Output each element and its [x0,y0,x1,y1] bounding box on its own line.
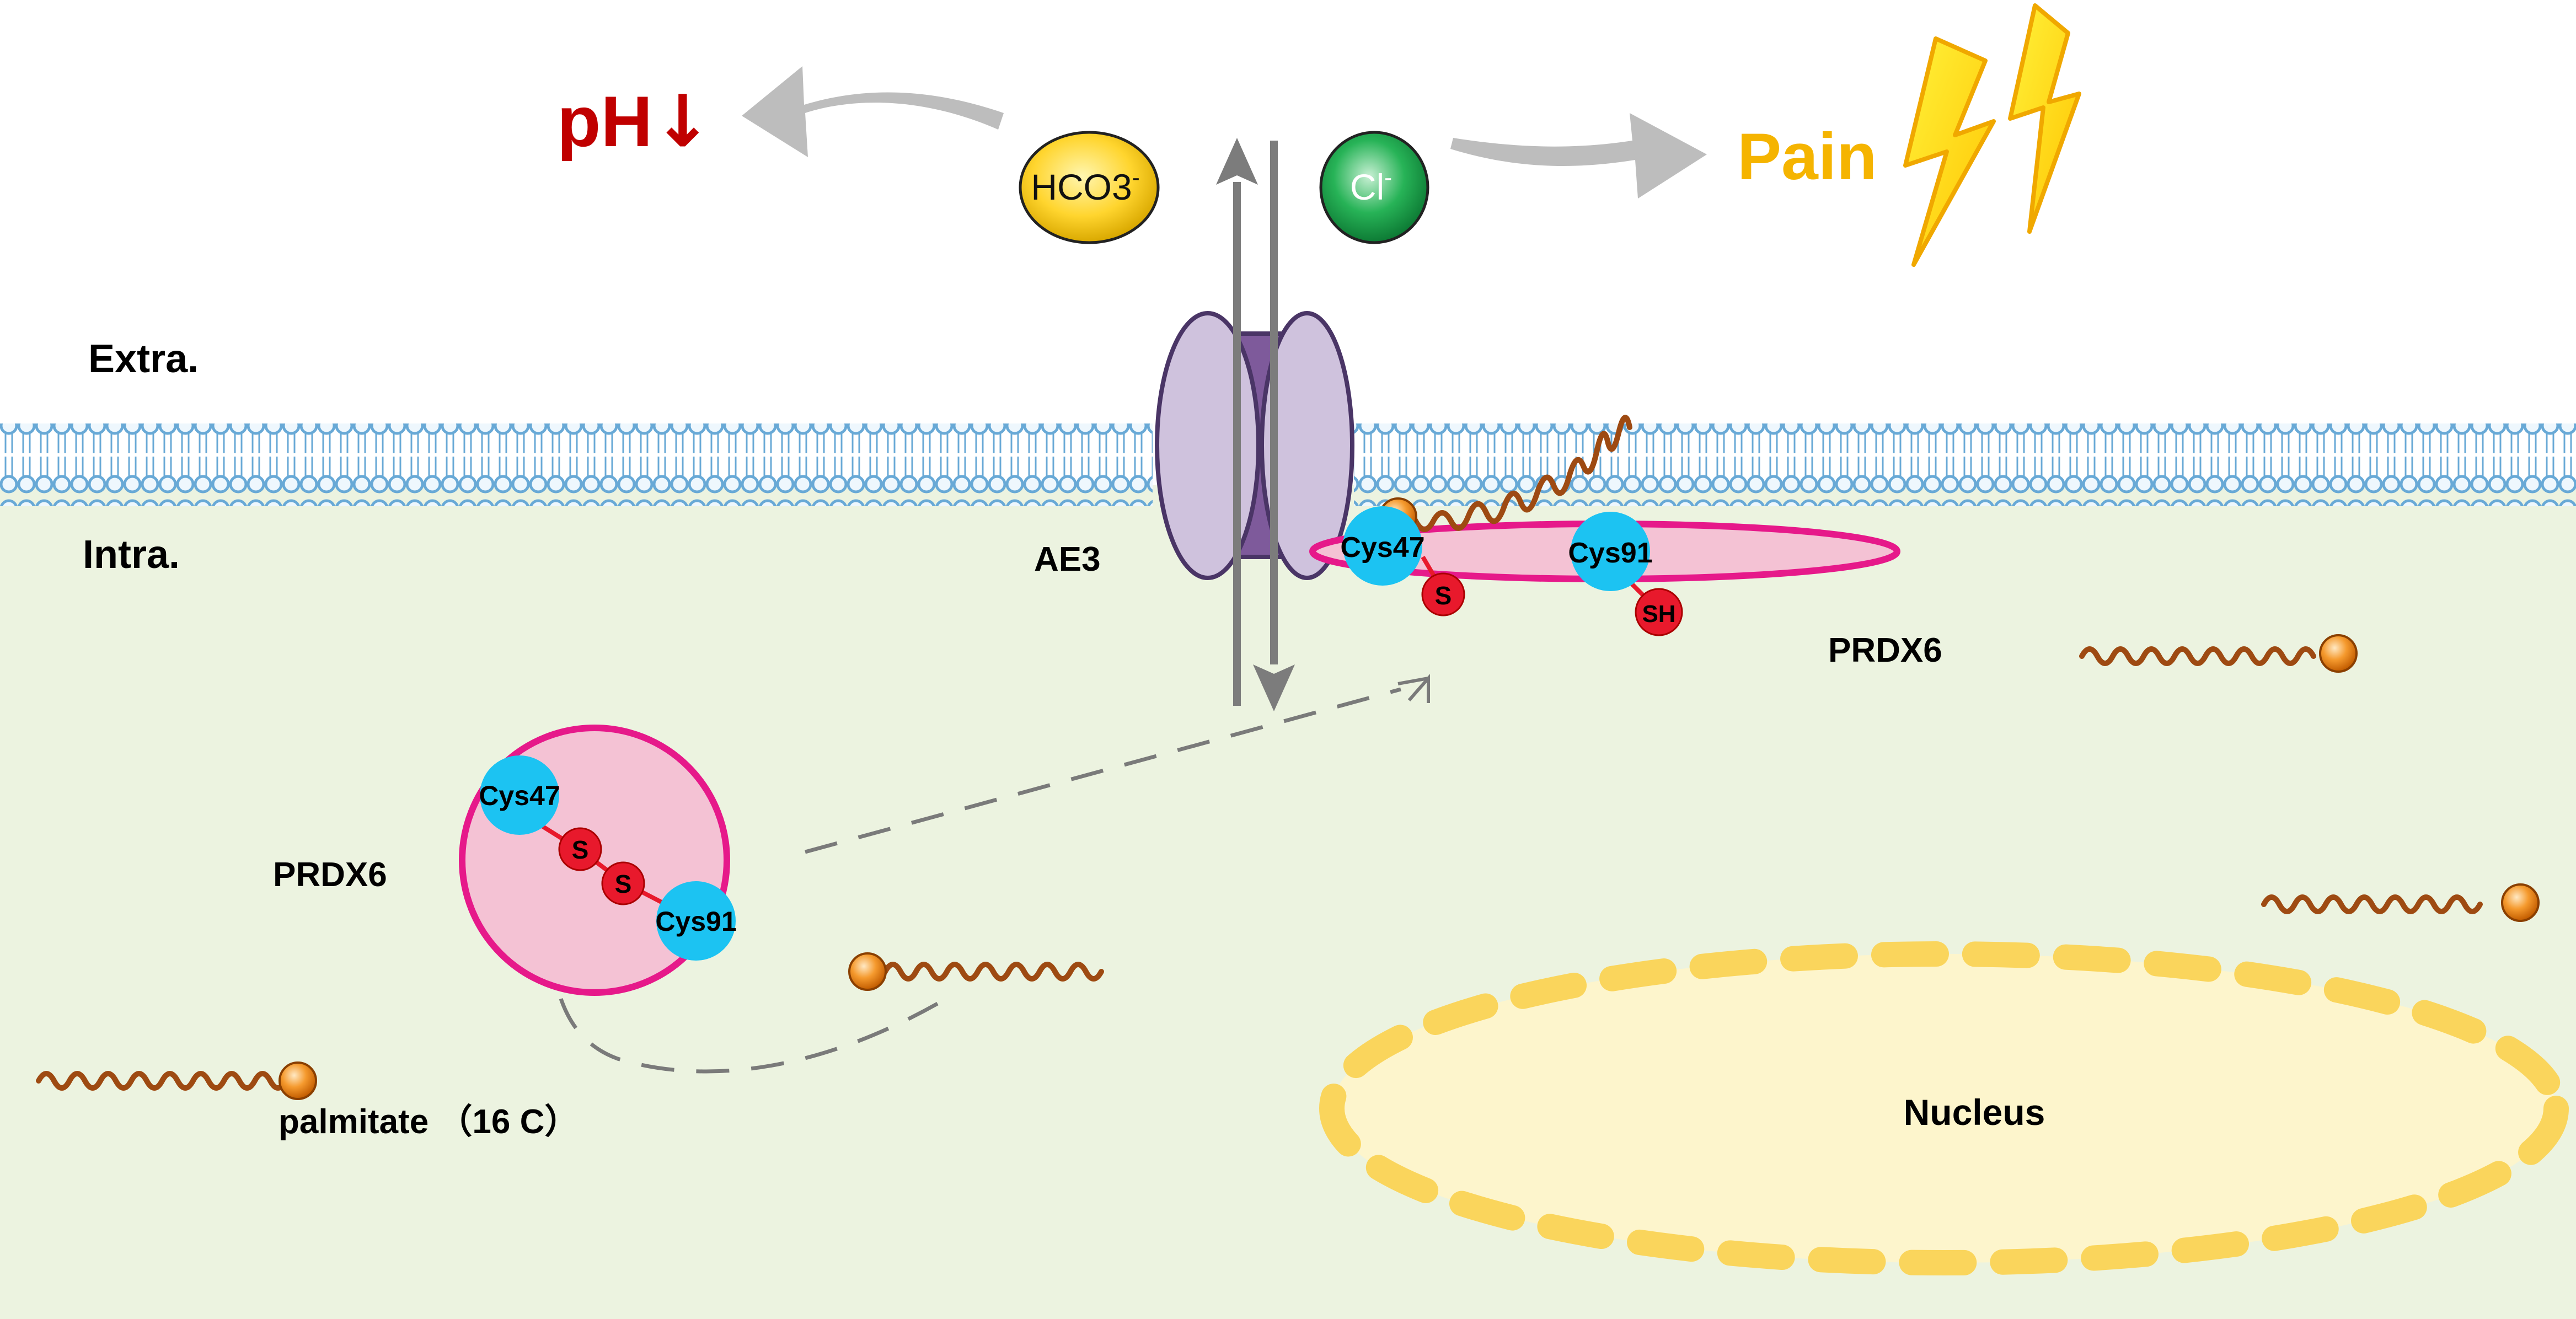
svg-text:SH: SH [1642,600,1675,628]
svg-text:Cys47: Cys47 [479,780,560,811]
transport-arrows [1216,138,1295,711]
palmitate-molecule-center [848,952,1104,991]
intracellular-label: Intra. [83,533,180,577]
cl-ion: Cl- [1319,131,1429,244]
palmitate-chain-membrane [1395,415,1632,532]
arrow-to-ph [742,66,1004,157]
svg-text:S: S [572,835,589,864]
ae3-transporter [1155,311,1354,580]
lightning-bolt-right-icon [2008,3,2081,234]
palmitate-label: palmitate （16 C） [279,1102,579,1141]
arrow-to-pain [1450,113,1707,199]
nucleus-envelope [1319,941,2569,1275]
palmitate-molecule-left [36,1061,317,1100]
prdx6-cytosol-label: PRDX6 [273,856,387,894]
palmitate-molecule-right-lower [2261,883,2540,922]
extracellular-label: Extra. [88,337,199,381]
svg-text:HCO3-: HCO3- [1031,164,1139,207]
svg-text:S: S [1435,581,1452,610]
pain-label: Pain [1737,120,1877,194]
lightning-bolt-left-icon [1903,36,1996,267]
prdx6-membrane-complex: Cys47 S Cys91 SH [1309,415,1900,636]
prdx6-membrane-label: PRDX6 [1828,631,1942,669]
palmitate-molecule-right-upper [2079,634,2358,673]
svg-text:Cys91: Cys91 [1568,537,1652,569]
svg-text:S: S [615,870,632,898]
nucleus-label: Nucleus [1904,1092,2045,1133]
translocation-arrow-head [1397,674,1430,703]
translocation-arrow [805,687,1401,854]
svg-text:Cl-: Cl- [1350,164,1392,207]
svg-text:Cys91: Cys91 [655,906,736,937]
hco3-ion: HCO3- [1019,131,1160,244]
ae3-label: AE3 [1034,540,1101,578]
svg-text:Cys47: Cys47 [1340,532,1424,564]
prdx6-cytosol-complex: Cys47 S S Cys91 [459,725,737,996]
membrane-bilayer-left [0,423,1153,506]
ph-label: pH↓ [557,79,713,163]
